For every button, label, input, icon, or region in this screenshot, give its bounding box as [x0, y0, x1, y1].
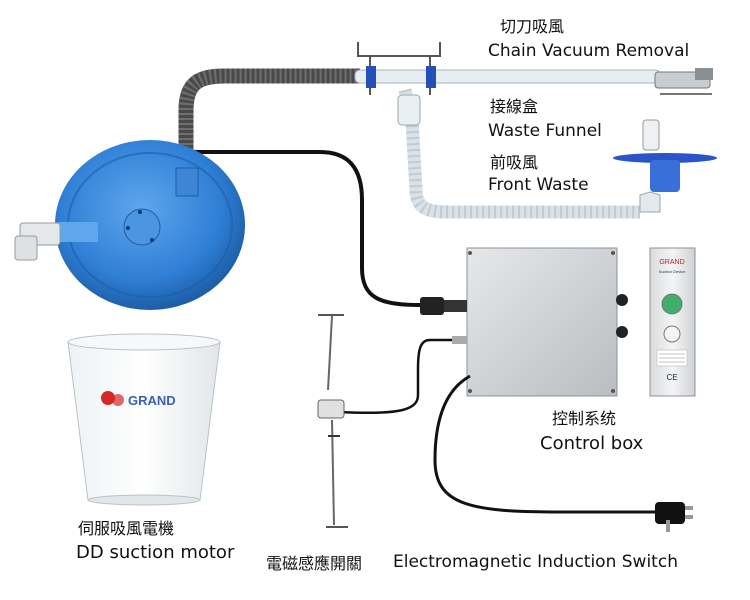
front-waste-label-zh: 前吸風 [490, 153, 539, 172]
panel-subtitle: Suction Device [659, 269, 686, 274]
control-box-label-zh: 控制系统 [552, 409, 617, 428]
chain-vacuum-label-en: Chain Vacuum Removal [488, 41, 690, 61]
switch-cable [339, 338, 452, 415]
front-waste-nozzle-icon [613, 153, 717, 213]
em-switch-label-en: Electromagnetic Induction Switch [393, 552, 678, 572]
front-waste-label-en: Front Waste [488, 175, 589, 195]
chain-vacuum-label-zh: 切刀吸風 [500, 17, 565, 36]
main-pipe [354, 69, 661, 84]
waste-funnel-label-en: Waste Funnel [488, 121, 602, 141]
power-cable [433, 374, 655, 514]
power-plug-icon [655, 502, 693, 532]
em-switch-label-zh: 電磁感應開關 [266, 554, 363, 573]
induction-switch-icon [317, 314, 348, 528]
waste-funnel-icon [642, 119, 660, 151]
control-box-icon [420, 247, 628, 397]
panel-ce-mark: CE [666, 373, 677, 382]
waste-bucket-icon [67, 333, 221, 506]
panel-brand: GRAND [659, 259, 684, 266]
waste-funnel-label-zh: 接線盒 [490, 97, 539, 116]
suction-motor-label-zh: 伺服吸風電機 [78, 519, 175, 538]
vacuum-hose-icon [178, 68, 360, 170]
control-box-label-en: Control box [540, 433, 644, 454]
suction-motor-icon [14, 140, 245, 310]
chain-vacuum-nozzle-icon [654, 68, 713, 95]
suction-motor-label-en: DD suction motor [76, 542, 235, 563]
switch-panel-icon [649, 247, 696, 397]
bucket-logo: GRAND [128, 393, 176, 408]
